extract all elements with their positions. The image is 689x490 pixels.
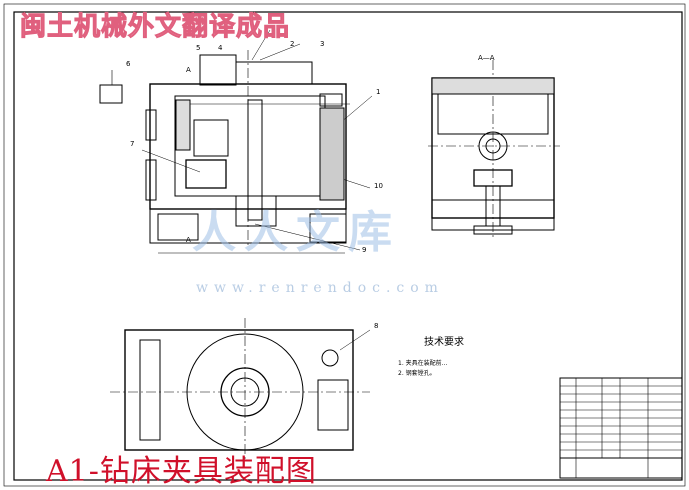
- inner-frame: [13, 11, 683, 481]
- part-label: 10: [374, 182, 383, 190]
- tech-requirement-2: 2. 钢套镗孔。: [398, 370, 436, 377]
- part-label: 6: [126, 60, 131, 68]
- watermark-title: 闽土机械外文翻译成品: [19, 12, 291, 43]
- part-label: 3: [320, 40, 325, 48]
- tech-requirements-title: 技术要求: [424, 337, 464, 348]
- drawing-caption: A1-钻床夹具装配图: [46, 454, 317, 489]
- tech-requirement-1: 1. 夹具在装配前…: [398, 360, 448, 367]
- watermark-logo: 人人文库: [192, 207, 400, 258]
- watermark-url: www.renrendoc.com: [196, 280, 444, 296]
- part-label: 7: [130, 140, 135, 148]
- part-label: 1: [376, 88, 381, 96]
- section-marker: A: [186, 66, 191, 74]
- section-label: A—A: [478, 54, 495, 62]
- part-label: 2: [290, 40, 295, 48]
- part-label: 9: [362, 246, 367, 254]
- top-view: [110, 318, 371, 460]
- title-block: [559, 377, 683, 479]
- side-view: [428, 60, 560, 240]
- outer-frame: [3, 3, 686, 487]
- part-label: 5: [196, 44, 201, 52]
- part-label: 4: [218, 44, 223, 52]
- part-label: 8: [374, 322, 379, 330]
- section-marker: A: [186, 236, 191, 244]
- front-view: [99, 29, 373, 254]
